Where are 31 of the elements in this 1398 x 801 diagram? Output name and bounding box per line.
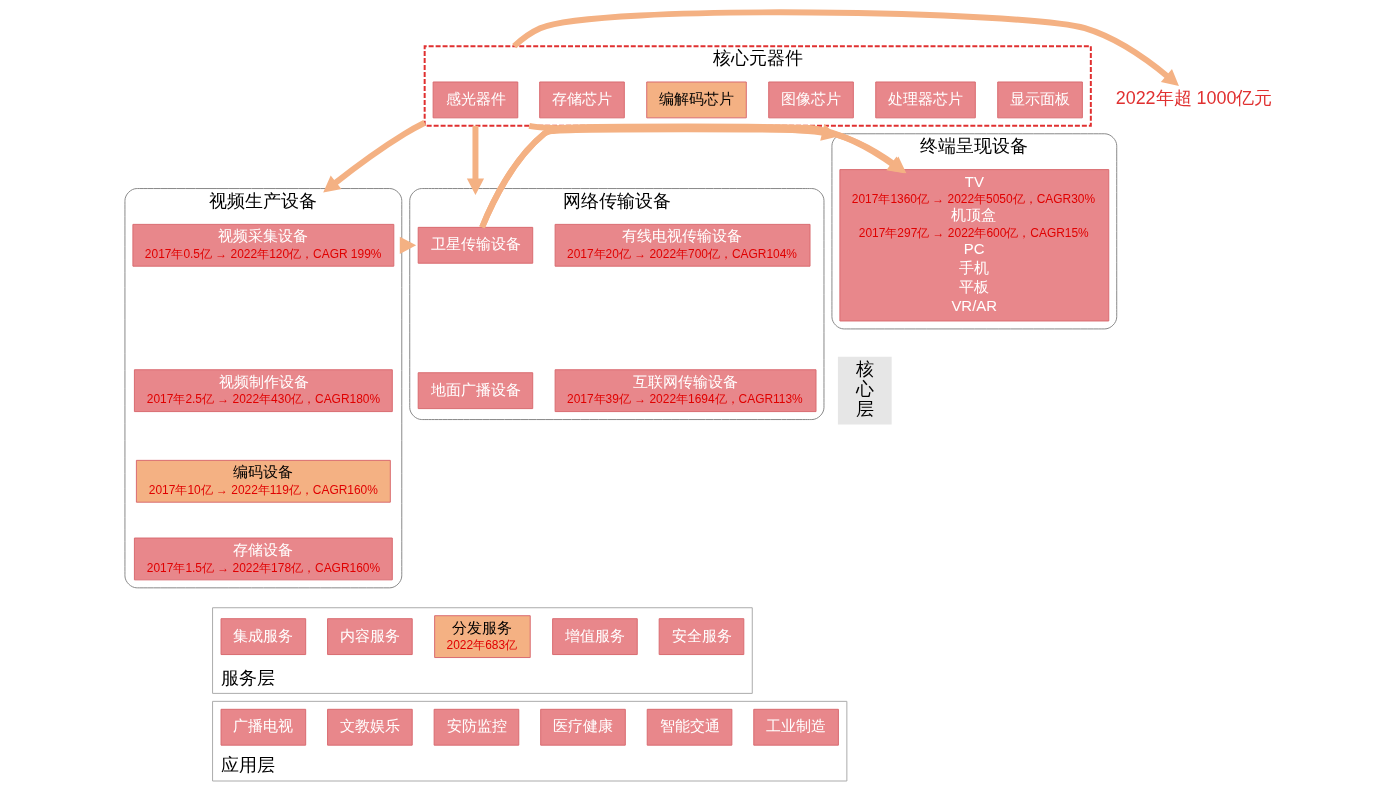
node-box: 内容服务: [326, 618, 413, 656]
node-box: 分发服务 2022年683亿: [433, 615, 531, 659]
node-box: 图像芯片: [767, 81, 854, 119]
node-box: 安全服务: [658, 618, 744, 656]
node-box: 显示面板: [996, 81, 1083, 119]
node-box: 编码设备 2017年10亿 → 2022年119亿，CAGR160%: [135, 459, 391, 503]
node-text: 2022年超 1000亿元: [1115, 88, 1272, 109]
arrow: [511, 9, 1179, 87]
node-box: 地面广播设备: [417, 372, 533, 410]
node-box: 有线电视传输设备 2017年20亿 → 2022年700亿，CAGR104%: [554, 223, 811, 267]
node-box: 互联网传输设备 2017年39亿 → 2022年1694亿，CAGR113%: [554, 369, 816, 413]
node-box: 感光器件: [432, 81, 518, 119]
node-box: 增值服务: [551, 618, 638, 656]
node-box: 处理器芯片: [874, 81, 976, 119]
node-box: TV 2017年1360亿 → 2022年5050亿，CAGR30% 机顶盒 2017年297亿 → 2022年600亿，CAGR15% PC 手机 平板 VR/AR: [838, 169, 1109, 322]
label: 核心层: [855, 359, 874, 419]
node-box: 卫星传输设备: [417, 226, 533, 264]
node-box: 视频采集设备 2017年0.5亿 → 2022年120亿，CAGR 199%: [131, 223, 394, 267]
node-box: 安防监控: [433, 708, 519, 746]
node-box: 智能交通: [646, 708, 732, 746]
node-box: 视频制作设备 2017年2.5亿 → 2022年430亿，CAGR180%: [133, 369, 393, 413]
node-box: 医疗健康: [539, 708, 626, 746]
node-box: 广播电视: [220, 708, 306, 746]
node-box: 存储设备 2017年1.5亿 → 2022年178亿，CAGR160%: [133, 537, 393, 581]
node-box: 文教娱乐: [326, 708, 413, 746]
node-box: 集成服务: [220, 618, 306, 656]
node-box: 编解码芯片: [645, 81, 747, 119]
arrow: [466, 125, 484, 195]
node-box: 存储芯片: [538, 81, 625, 119]
arrow: [322, 120, 426, 193]
node-box: 工业制造: [752, 708, 839, 746]
